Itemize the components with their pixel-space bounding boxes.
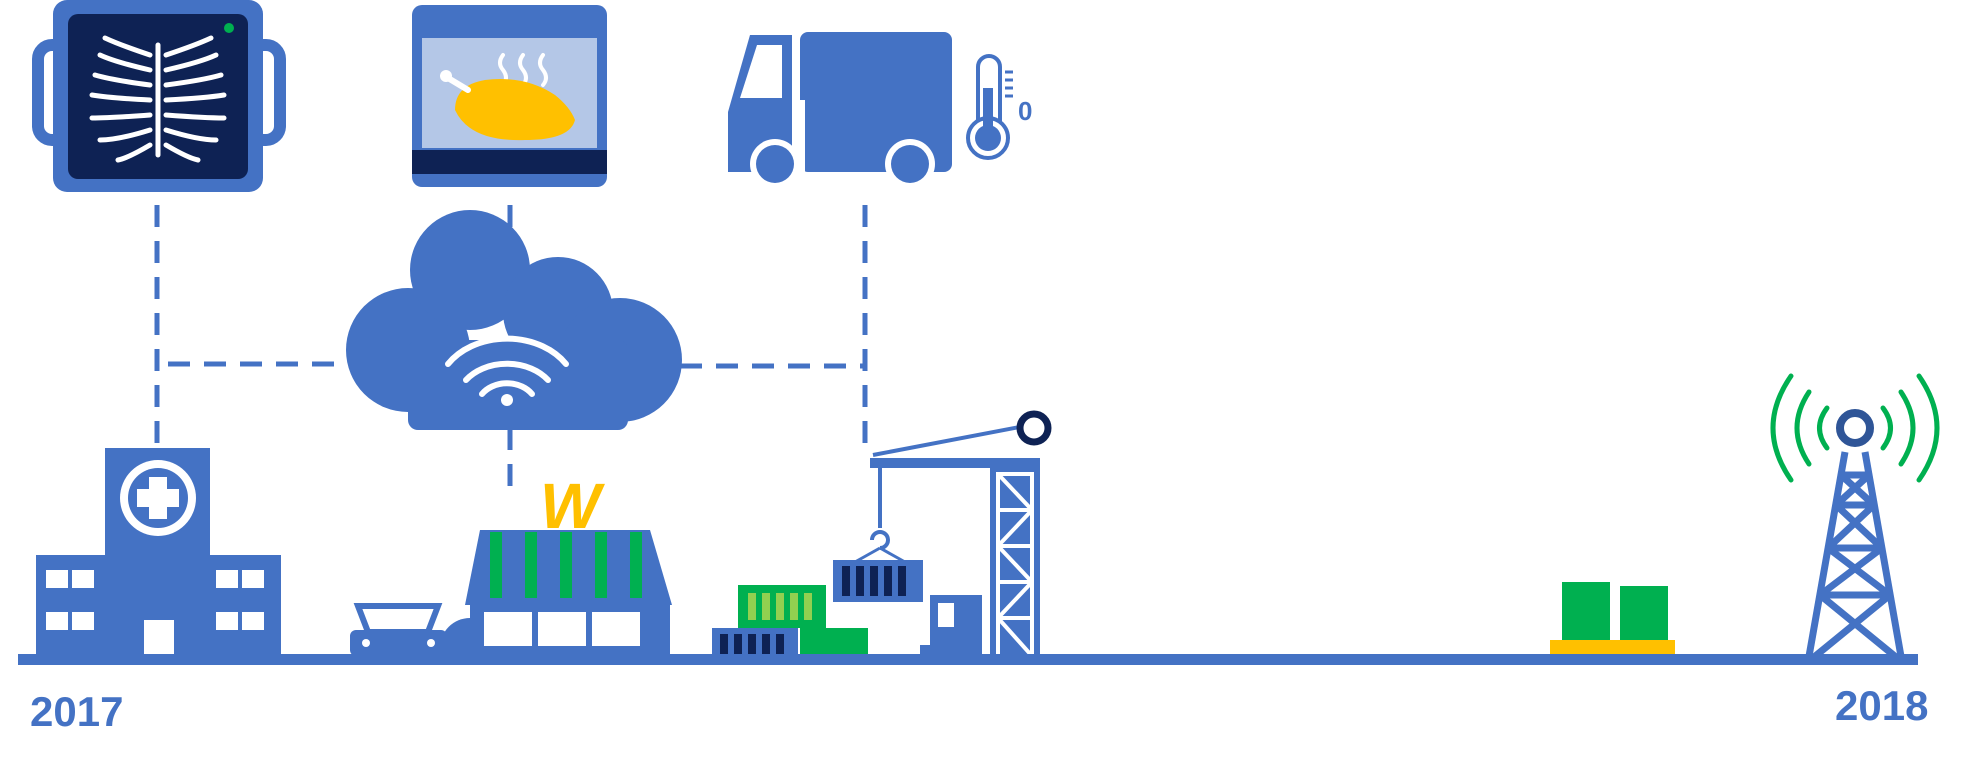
port-crane-icon	[833, 410, 1052, 665]
refrigerated-truck-icon	[728, 32, 952, 189]
car-icon	[350, 603, 447, 662]
radio-tower-icon	[1770, 373, 1940, 665]
oven-icon	[412, 5, 607, 187]
thermometer-icon: 0	[966, 54, 1032, 160]
thermometer-reading: 0	[1018, 96, 1032, 126]
hospital-icon	[36, 448, 281, 665]
pallet-goods-icon	[1550, 582, 1675, 658]
xray-monitor-icon	[32, 0, 286, 192]
supermarket-icon: W	[440, 470, 672, 665]
timeline-end-year: 2018	[1835, 682, 1929, 729]
timeline-baseline	[18, 654, 1918, 665]
store-sign-letter: W	[540, 470, 605, 542]
wifi-cloud-icon	[346, 210, 682, 430]
network-connectors	[154, 205, 868, 490]
timeline-start-year: 2017	[30, 688, 124, 735]
